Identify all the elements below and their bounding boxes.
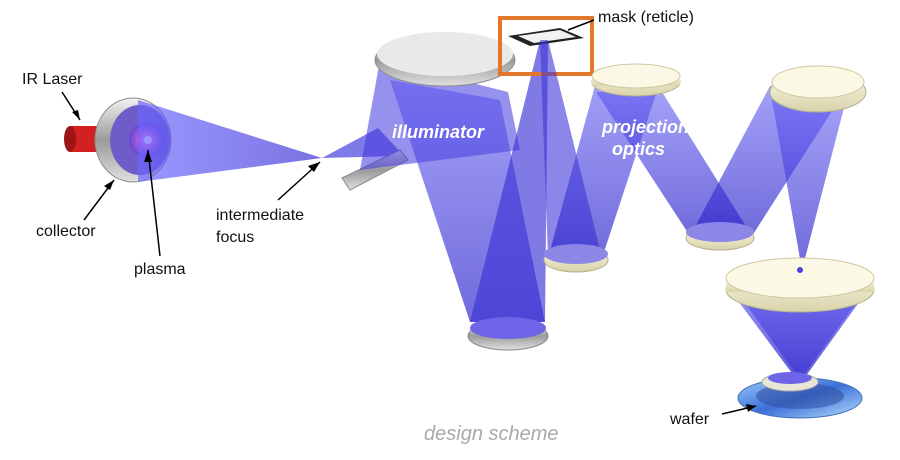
- plasma-label: plasma: [134, 261, 186, 278]
- projection-mirror-2: [544, 244, 608, 272]
- illuminator-label: illuminator: [392, 122, 485, 142]
- projection-mirror-5: [726, 258, 874, 312]
- projection-label-line1: projection: [601, 117, 689, 137]
- mask-label: mask (reticle): [598, 9, 694, 26]
- projection-mirror-1: [592, 64, 680, 96]
- illuminator-bottom-mirror: [468, 317, 548, 350]
- projection-mirror-3: [686, 222, 754, 250]
- intermediate-focus-label-line1: intermediate: [216, 207, 304, 224]
- source-beam-cone: [138, 100, 322, 182]
- ir-laser-label: IR Laser: [22, 71, 83, 88]
- collector-label: collector: [36, 223, 96, 240]
- wafer: [738, 372, 862, 418]
- collector-arrowhead: [104, 180, 114, 190]
- design-scheme-caption: design scheme: [424, 423, 559, 445]
- wafer-label: wafer: [669, 411, 710, 428]
- intermediate-focus-label-line2: focus: [216, 229, 254, 246]
- projection-mirror-4: [770, 66, 866, 112]
- illuminator-large-mirror: [375, 32, 515, 86]
- ir-laser-arrowhead: [72, 110, 80, 120]
- projection-label-line2: optics: [612, 139, 665, 159]
